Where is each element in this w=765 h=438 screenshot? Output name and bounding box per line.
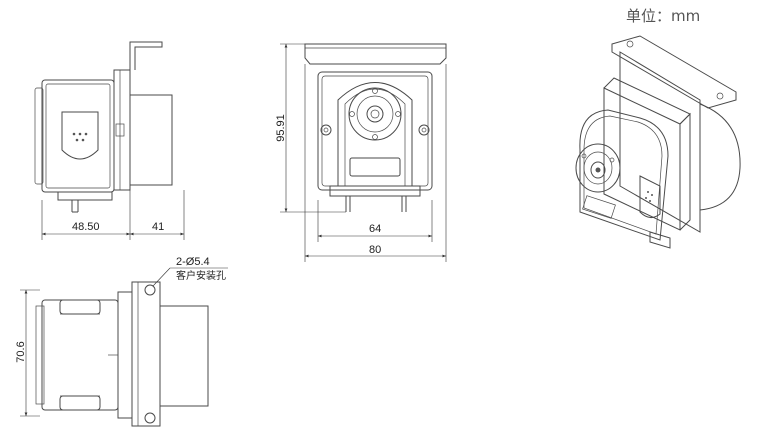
dim-80: 80 — [369, 244, 381, 256]
isometric-view — [575, 35, 741, 249]
mounting-hole — [144, 284, 156, 296]
mounting-hole — [144, 412, 156, 424]
dim-95-91: 95.91 — [275, 114, 287, 142]
hole-callout: 2-Ø5.4 — [176, 256, 210, 268]
bottom-view-dimensions: 2-Ø5.4 客户安装孔 70.6 — [15, 256, 228, 417]
front-view-dimensions: 95.91 64 80 — [275, 43, 447, 262]
dim-48-50: 48.50 — [72, 221, 100, 233]
side-view-dimensions: 48.50 41 — [41, 190, 185, 240]
dim-41: 41 — [152, 221, 164, 233]
dim-64: 64 — [369, 223, 381, 235]
side-view — [34, 41, 173, 213]
dim-70-6: 70.6 — [15, 341, 27, 362]
unit-label: 单位：mm — [626, 7, 700, 25]
front-view — [304, 43, 447, 212]
hole-note: 客户安装孔 — [176, 269, 226, 282]
bottom-view — [35, 281, 209, 427]
